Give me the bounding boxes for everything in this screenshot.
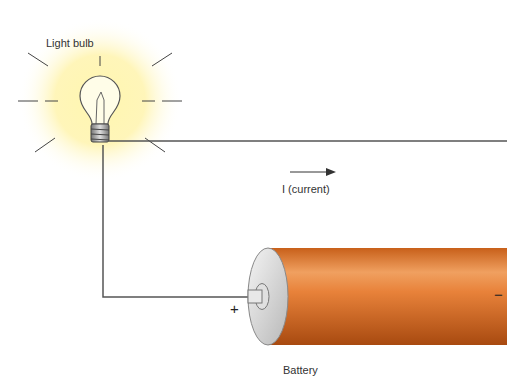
base-threads [91,129,109,140]
bulb-base [91,124,109,142]
current-label: I (current) [282,183,330,195]
bulb-filament [96,92,104,124]
light-rays [18,53,182,152]
part-label: Light bulb [46,37,94,49]
bulb-glass [80,76,120,124]
part-label: Battery [283,364,318,376]
arrow-head [326,168,336,176]
terminal-nub [248,290,262,303]
bulb-glow [18,18,182,182]
battery-body [268,248,507,345]
battery-cap [248,248,288,345]
polarity-sign: + [230,301,239,318]
polarity-sign: − [494,287,503,304]
